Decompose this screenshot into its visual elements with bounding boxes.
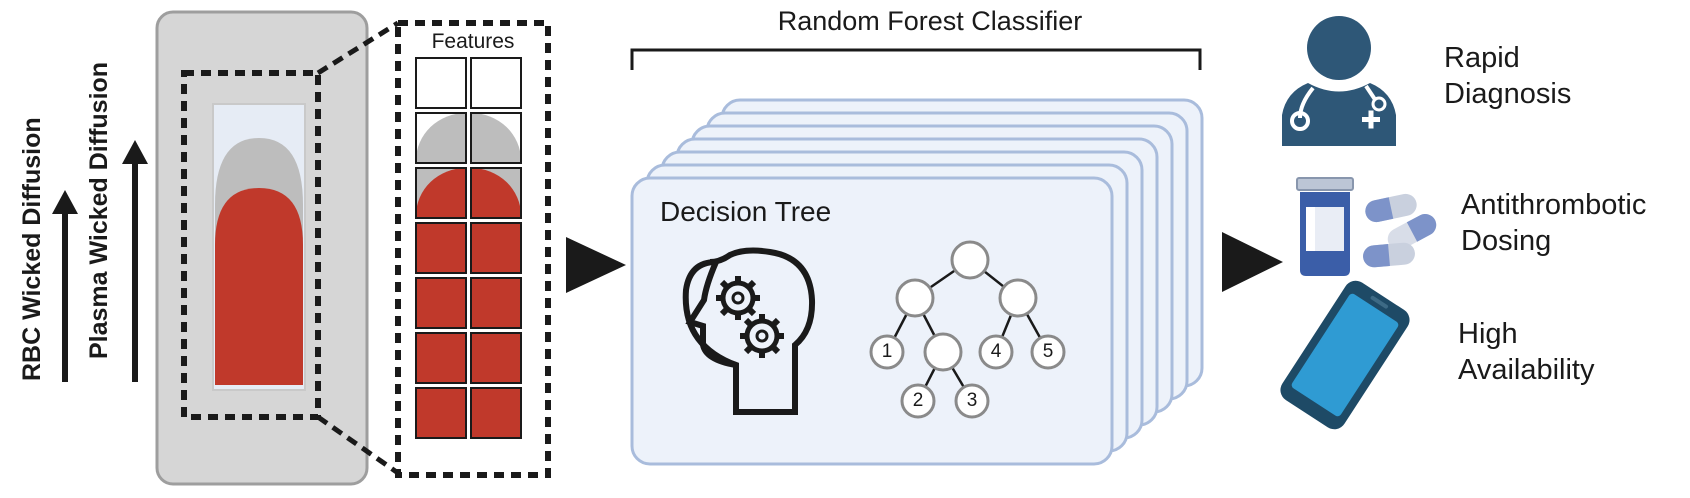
tree-leaf-node-4 [978, 334, 1014, 370]
feature-cell [415, 332, 467, 384]
feature-cell [470, 222, 522, 274]
outcome-rapid-line2: Diagnosis [1444, 78, 1572, 110]
outcome-high-availability: High Availability [1458, 316, 1594, 388]
feature-cell [415, 57, 467, 109]
rbc-arrow [52, 190, 78, 382]
tree-leaf-4: 4 [990, 341, 1002, 362]
outcome-availability-line2: Availability [1458, 354, 1595, 386]
outcome-antithrombotic-dosing: Antithrombotic Dosing [1461, 187, 1646, 259]
tree-leaf-5: 5 [1042, 341, 1054, 362]
tree-leaf-2: 2 [912, 390, 924, 411]
doctor-icon [1282, 16, 1396, 146]
rbc-axis-label: RBC Wicked Diffusion [18, 117, 46, 381]
feature-cell [415, 112, 467, 164]
zoom-line-top [316, 20, 400, 76]
arrow-to-outcomes [1222, 232, 1283, 292]
feature-cell [470, 112, 522, 164]
pills-icon [1296, 177, 1437, 276]
feature-cell [415, 167, 467, 219]
tree-node [895, 278, 935, 318]
outcome-rapid-line1: Rapid [1444, 42, 1520, 74]
feature-cell [470, 277, 522, 329]
plasma-axis-label: Plasma Wicked Diffusion [85, 61, 113, 359]
feature-cell [470, 387, 522, 439]
tree-root-node [950, 240, 990, 280]
arrow-to-classifier [566, 237, 626, 293]
outcome-dosing-line1: Antithrombotic [1461, 189, 1647, 221]
rbc-front [215, 188, 303, 385]
feature-cell [470, 57, 522, 109]
feature-cell [470, 332, 522, 384]
tree-leaf-node-1 [869, 334, 905, 370]
decision-tree-graph [869, 240, 1066, 419]
classifier-bracket [630, 48, 1202, 70]
tree-leaf-1: 1 [881, 341, 893, 362]
features-title: Features [431, 30, 515, 53]
tree-node [923, 332, 963, 372]
feature-cell [415, 222, 467, 274]
selection-box [181, 70, 321, 420]
head-gears-icon [682, 247, 816, 415]
feature-cell [415, 277, 467, 329]
feature-grid [415, 57, 522, 439]
feature-cell [415, 387, 467, 439]
tree-leaf-node-2 [900, 383, 936, 419]
plasma-arrow [122, 140, 148, 382]
classifier-title: Random Forest Classifier [777, 6, 1083, 36]
tree-node [998, 278, 1038, 318]
outcome-availability-line1: High [1458, 318, 1518, 350]
outcome-dosing-line2: Dosing [1461, 225, 1552, 257]
smartphone-icon [1280, 280, 1410, 430]
outcome-rapid-diagnosis: Rapid Diagnosis [1444, 40, 1571, 112]
tree-leaf-3: 3 [966, 390, 978, 411]
tree-leaf-node-3 [954, 383, 990, 419]
tree-leaf-node-5 [1030, 334, 1066, 370]
features-panel [395, 20, 551, 478]
decision-tree-title: Decision Tree [660, 196, 832, 227]
feature-cell [470, 167, 522, 219]
test-strip-device [155, 10, 369, 486]
zoom-line-bottom [316, 414, 400, 476]
